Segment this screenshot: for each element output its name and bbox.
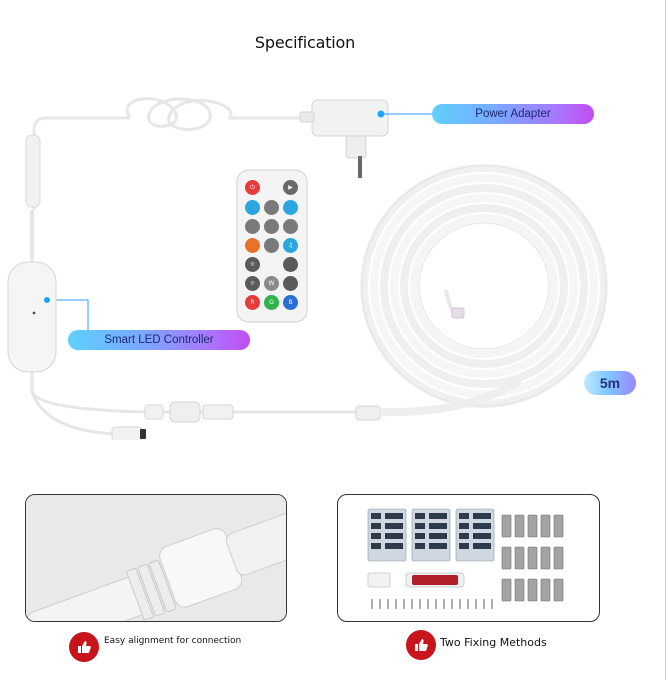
remote-w-button[interactable]: W — [264, 276, 279, 291]
remote-power-button[interactable]: ⏻ — [245, 180, 260, 195]
caption-left: Easy alignment for connection — [104, 636, 242, 646]
power-cable — [32, 97, 315, 210]
remote-b-button[interactable]: B — [283, 295, 298, 310]
remote-music-button[interactable]: ♫ — [283, 238, 298, 253]
power-adapter — [299, 99, 389, 178]
power-adapter-label: Power Adapter — [432, 104, 594, 124]
remote-brightness-button[interactable]: ☼ — [245, 257, 260, 272]
remote-button[interactable] — [264, 200, 279, 215]
remote-button[interactable] — [264, 238, 279, 253]
fixing-accessories-panel — [337, 494, 600, 622]
connector-closeup-panel — [25, 494, 287, 622]
remote-brightness-button[interactable]: ☼ — [245, 276, 260, 291]
waterproof-connector — [111, 401, 381, 440]
remote-button[interactable] — [283, 200, 298, 215]
remote-r-button[interactable]: R — [245, 295, 260, 310]
remote-button[interactable] — [283, 219, 298, 234]
remote-buttons: ⏻ ▶ ♫ ☼ ☼ W R G B — [237, 170, 307, 322]
remote-play-button[interactable]: ▶ — [283, 180, 298, 195]
connector-closeup-image — [26, 495, 286, 621]
remote-button[interactable] — [283, 257, 298, 272]
thumbs-up-icon — [406, 630, 436, 660]
caption-right: Two Fixing Methods — [440, 636, 547, 649]
controller — [7, 210, 57, 373]
remote-button[interactable] — [245, 200, 260, 215]
cable-connector — [25, 134, 41, 208]
led-strip-coil — [360, 164, 608, 417]
page-edge-line — [665, 0, 666, 680]
page-title: Specification — [254, 33, 356, 52]
controller-label: Smart LED Controller — [68, 330, 250, 350]
remote-button[interactable] — [245, 238, 260, 253]
remote-button[interactable] — [283, 276, 298, 291]
length-label: 5m — [584, 371, 636, 395]
thumbs-up-icon — [69, 632, 99, 662]
fixing-accessories-image — [367, 508, 564, 609]
remote-button[interactable] — [245, 219, 260, 234]
remote-g-button[interactable]: G — [264, 295, 279, 310]
remote-button[interactable] — [264, 219, 279, 234]
